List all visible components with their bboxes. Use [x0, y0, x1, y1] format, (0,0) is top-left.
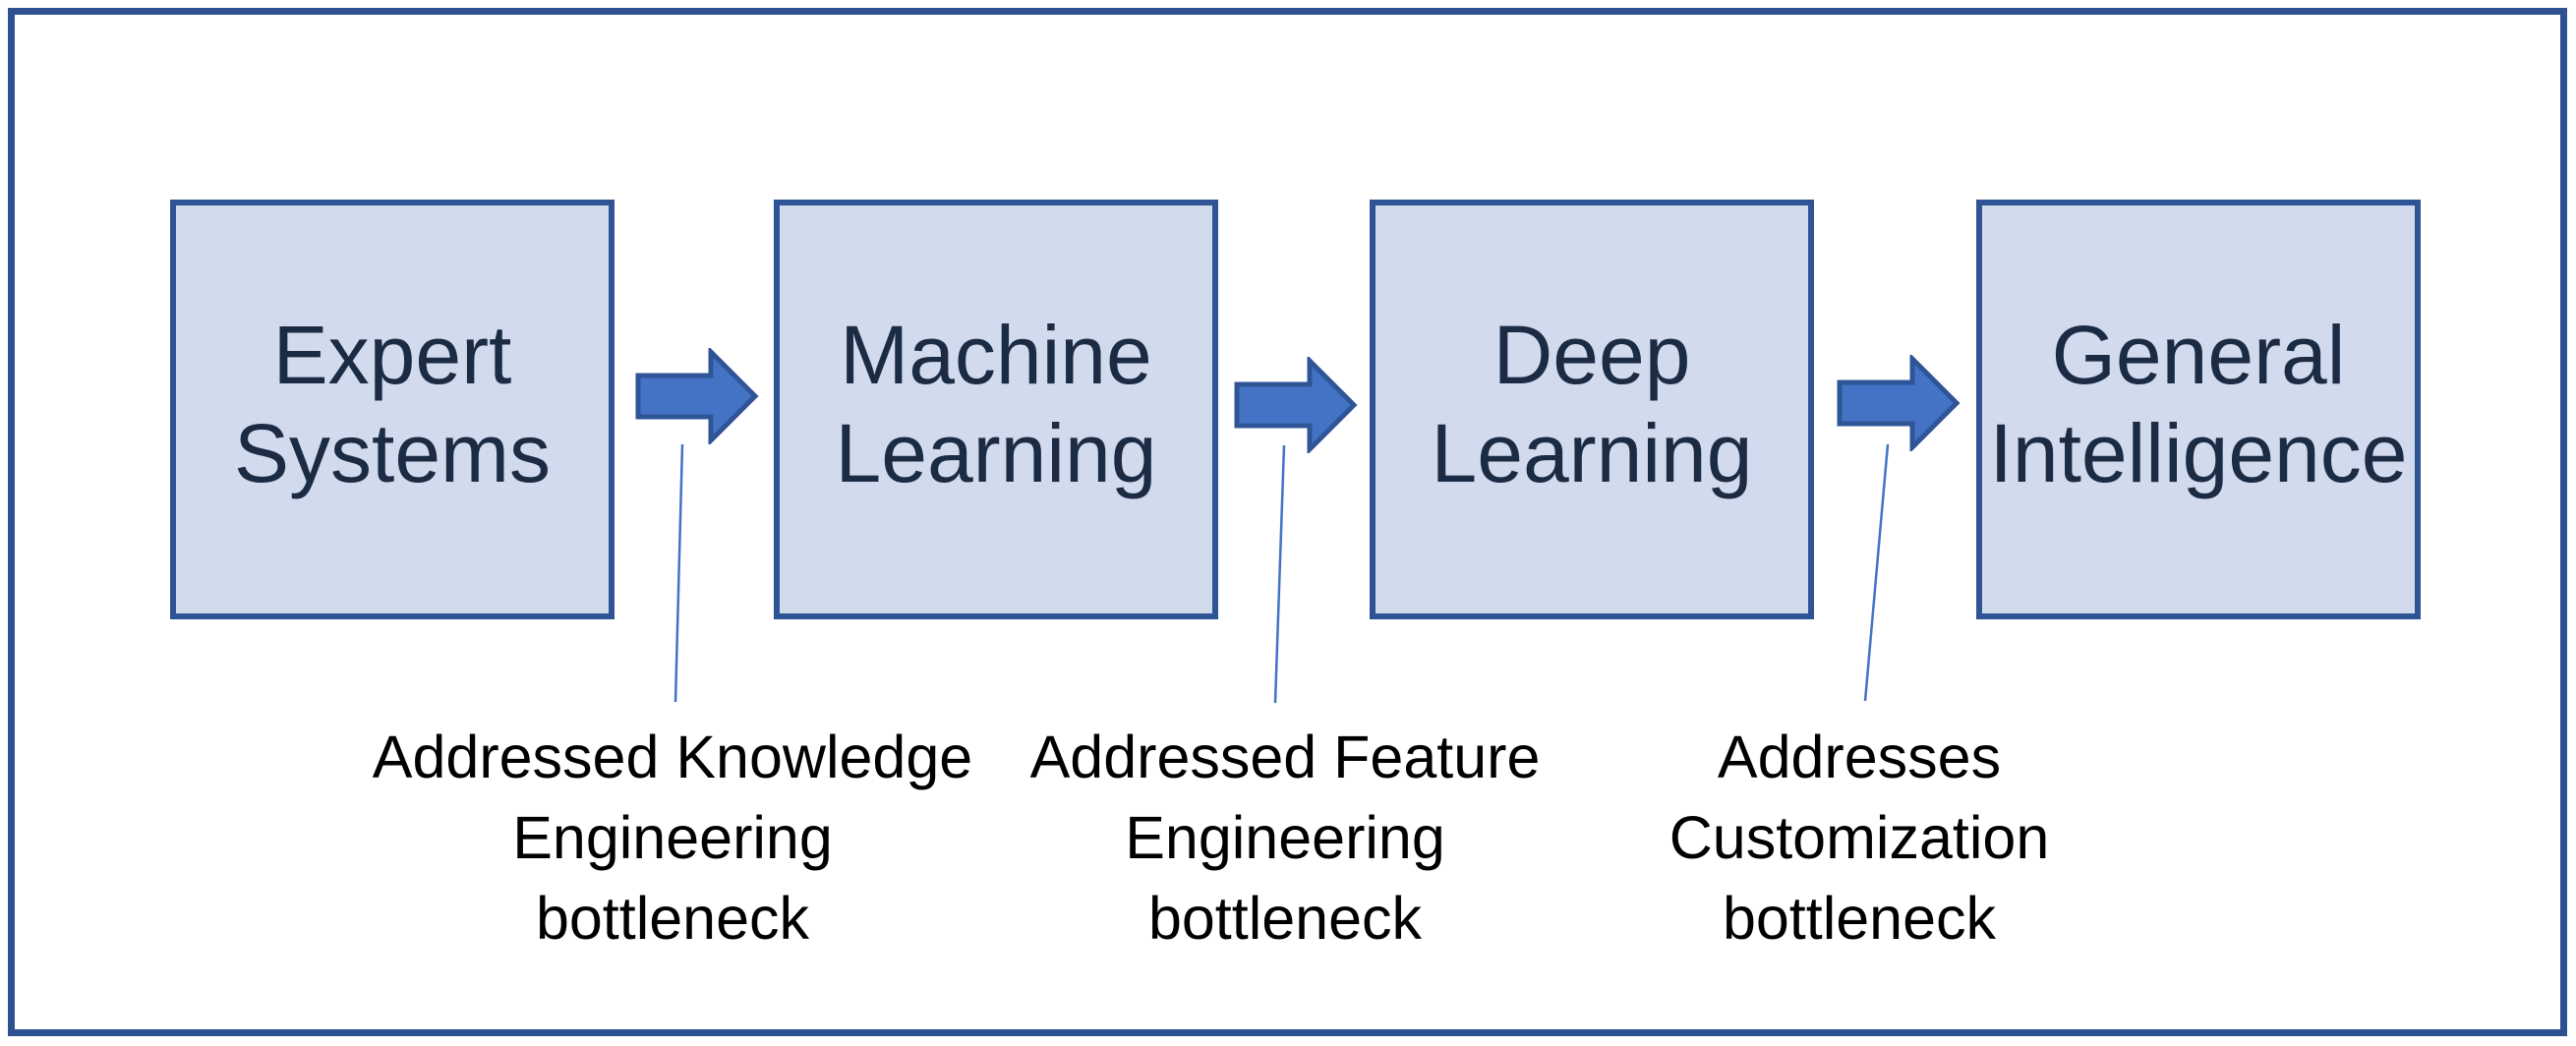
- annotation-line: Engineering: [512, 804, 833, 871]
- annotation-line: bottleneck: [1147, 885, 1423, 952]
- stage-box-machine-learning: Machine Learning: [774, 200, 1218, 619]
- annotation-line: Customization: [1669, 804, 2050, 871]
- stage-label-line: Learning: [835, 406, 1157, 499]
- right-arrow-icon: [635, 348, 759, 444]
- flow-arrow-1: [635, 348, 759, 444]
- stage-label-line: General: [2051, 308, 2346, 401]
- annotation-line: bottleneck: [1722, 885, 1997, 952]
- annotation-line: Addressed Knowledge: [372, 724, 973, 790]
- annotation-line: Addresses: [1717, 724, 2002, 790]
- flow-arrow-2: [1234, 357, 1358, 453]
- stage-box-expert-systems: Expert Systems: [170, 200, 615, 619]
- annotation-knowledge-engineering: Addressed Knowledge Engineering bottlene…: [328, 717, 1017, 959]
- stage-label-line: Intelligence: [1989, 406, 2408, 499]
- stage-label-line: Systems: [233, 406, 552, 499]
- annotation-feature-engineering: Addressed Feature Engineering bottleneck: [941, 717, 1629, 959]
- right-arrow-icon: [1234, 357, 1358, 453]
- stage-label-line: Deep: [1493, 308, 1691, 401]
- stage-box-general-intelligence: General Intelligence: [1976, 200, 2421, 619]
- stage-box-deep-learning: Deep Learning: [1370, 200, 1814, 619]
- outer-frame: [8, 8, 2567, 1036]
- annotation-line: Engineering: [1125, 804, 1445, 871]
- stage-label-line: Expert: [272, 308, 512, 401]
- annotation-customization: Addresses Customization bottleneck: [1515, 717, 2203, 959]
- stage-label-line: Machine: [840, 308, 1152, 401]
- stage-label-line: Learning: [1431, 406, 1753, 499]
- right-arrow-icon: [1837, 355, 1961, 451]
- annotation-line: Addressed Feature: [1029, 724, 1541, 790]
- annotation-line: bottleneck: [535, 885, 810, 952]
- flow-arrow-3: [1837, 355, 1961, 451]
